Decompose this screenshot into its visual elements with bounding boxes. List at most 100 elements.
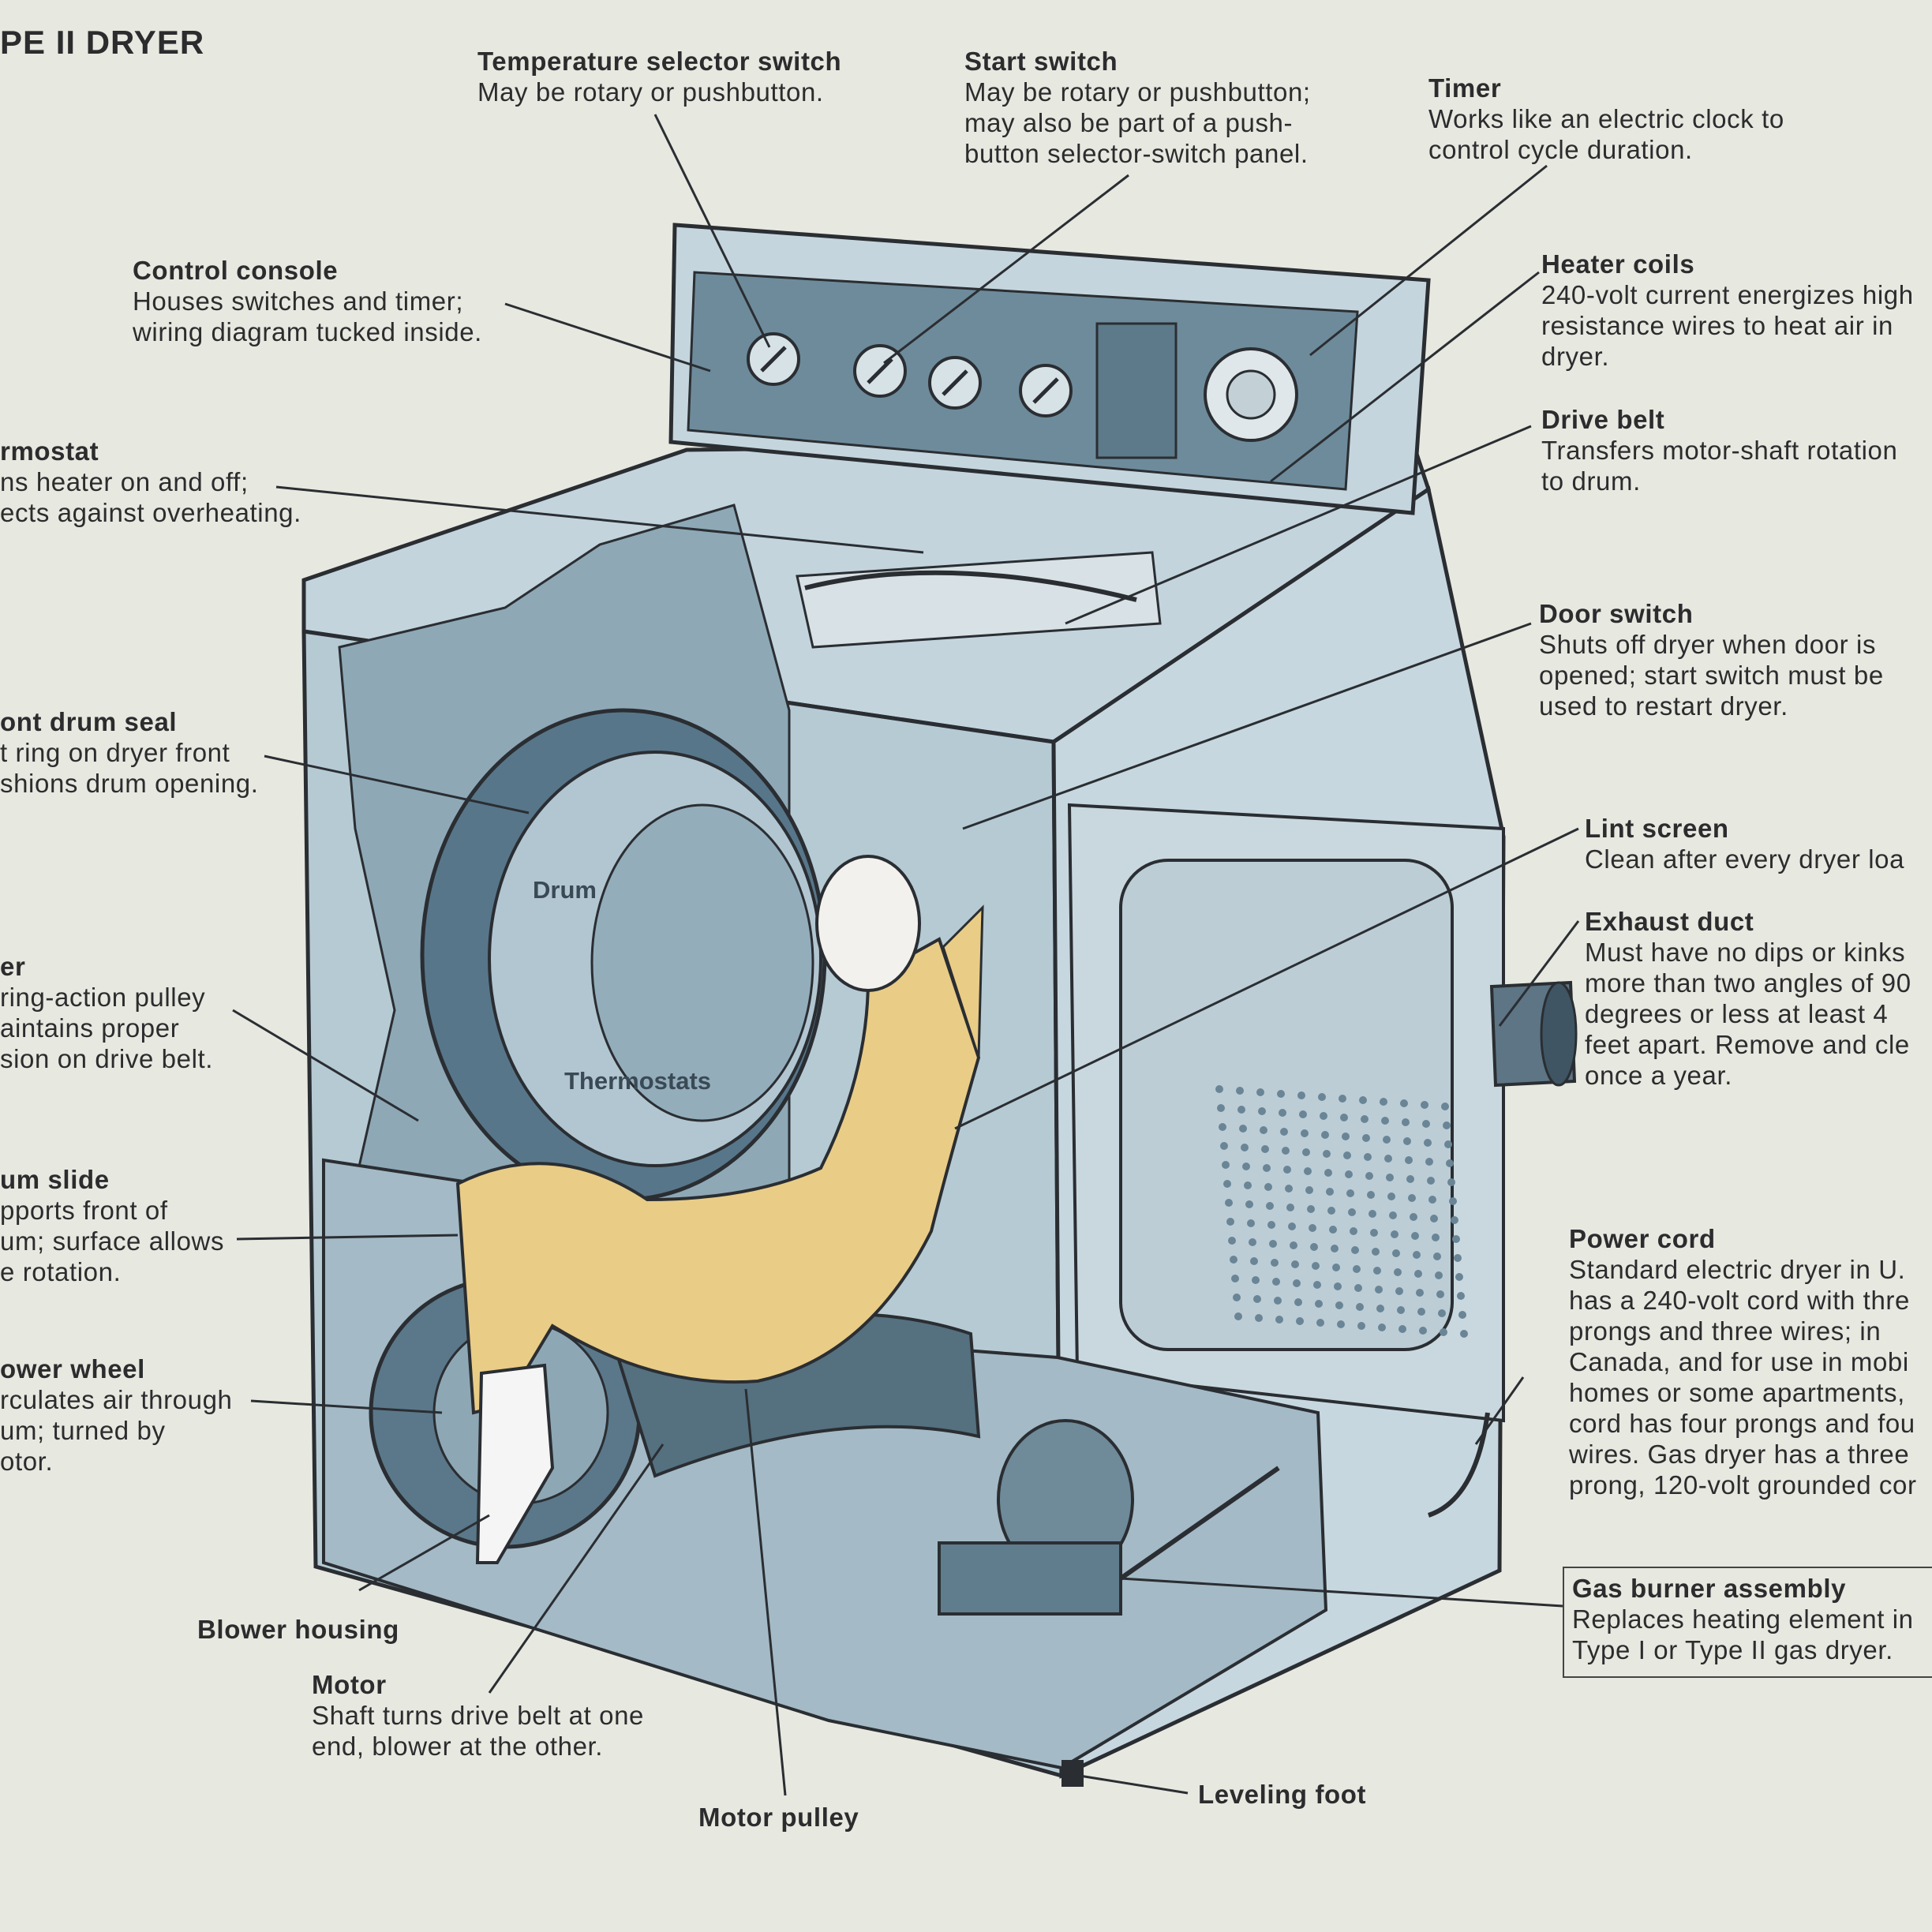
lint-hole bbox=[1346, 1189, 1354, 1197]
lint-hole bbox=[1389, 1211, 1397, 1219]
lint-hole bbox=[1384, 1155, 1392, 1163]
lint-hole bbox=[1321, 1131, 1329, 1139]
lint-hole bbox=[1372, 1248, 1380, 1256]
lint-hole bbox=[1362, 1134, 1370, 1142]
callout-start-switch: Start switch May be rotary or pushbutton… bbox=[964, 46, 1311, 169]
lint-hole bbox=[1368, 1210, 1376, 1218]
lint-hole bbox=[1335, 1301, 1343, 1309]
lint-hole bbox=[1329, 1226, 1337, 1234]
callout-desc: Shuts off dryer when door is opened; sta… bbox=[1539, 630, 1884, 721]
callout-title: Start switch bbox=[964, 47, 1118, 76]
lint-hole bbox=[1293, 1279, 1301, 1287]
lint-hole bbox=[1309, 1224, 1316, 1232]
callout-title: Door switch bbox=[1539, 599, 1694, 628]
callout-title: Gas burner assembly bbox=[1572, 1574, 1847, 1603]
callout-title: Motor pulley bbox=[698, 1803, 859, 1832]
callout-gas-burner-assembly: Gas burner assembly Replaces heating ele… bbox=[1563, 1567, 1932, 1678]
lint-hole bbox=[1395, 1287, 1403, 1295]
lint-hole bbox=[1351, 1246, 1359, 1254]
indicator-panel bbox=[1095, 322, 1178, 459]
lint-hole bbox=[1245, 1200, 1253, 1208]
lint-hole bbox=[1299, 1110, 1307, 1118]
callout-control-console: Control console Houses switches and time… bbox=[133, 255, 482, 347]
callout-title: Motor bbox=[312, 1670, 387, 1699]
lint-hole bbox=[1304, 1167, 1312, 1175]
callout-desc: Replaces heating element in Type I or Ty… bbox=[1572, 1604, 1914, 1664]
lint-screen-holes bbox=[1215, 1085, 1468, 1338]
lint-hole bbox=[1327, 1207, 1335, 1215]
lint-hole bbox=[1324, 1169, 1332, 1177]
lint-hole bbox=[1236, 1087, 1244, 1095]
lint-hole bbox=[1365, 1172, 1373, 1180]
lint-hole bbox=[1296, 1317, 1304, 1325]
lint-hole bbox=[1402, 1118, 1410, 1126]
drive-belt-line bbox=[804, 570, 1137, 602]
callout-front-drum-seal: ont drum seal t ring on dryer front shio… bbox=[0, 706, 259, 799]
drum bbox=[420, 708, 827, 1202]
callout-title: Leveling foot bbox=[1198, 1780, 1367, 1809]
lint-hole bbox=[1332, 1264, 1340, 1271]
callout-blower-housing: Blower housing bbox=[197, 1614, 399, 1645]
leveling-foot bbox=[1061, 1760, 1084, 1787]
lint-hole bbox=[1339, 1095, 1346, 1103]
lint-hole bbox=[1286, 1204, 1294, 1211]
lint-hole bbox=[1343, 1151, 1351, 1159]
lint-hole bbox=[1247, 1219, 1255, 1227]
lint-hole bbox=[1373, 1267, 1381, 1275]
callout-idler: er ring-action pulley aintains proper si… bbox=[0, 951, 213, 1074]
lint-hole bbox=[1312, 1262, 1320, 1270]
lint-hole bbox=[1432, 1234, 1440, 1241]
callout-desc: Works like an electric clock to control … bbox=[1428, 104, 1784, 164]
callout-drum-slide: um slide pports front of um; surface all… bbox=[0, 1164, 224, 1287]
callout-title: er bbox=[0, 952, 26, 981]
lint-hole bbox=[1387, 1193, 1395, 1200]
callout-title: Temperature selector switch bbox=[477, 47, 842, 76]
lint-hole bbox=[1348, 1208, 1356, 1216]
lint-hole bbox=[1342, 1133, 1350, 1140]
callout-title: um slide bbox=[0, 1165, 110, 1194]
callout-timer: Timer Works like an electric clock to co… bbox=[1428, 73, 1784, 165]
lint-hole bbox=[1345, 1170, 1353, 1178]
lint-hole bbox=[1225, 1199, 1233, 1207]
lint-hole bbox=[1357, 1322, 1365, 1330]
callout-desc: Clean after every dryer loa bbox=[1585, 844, 1905, 874]
knob-temperature bbox=[747, 332, 800, 386]
lint-hole bbox=[1233, 1294, 1241, 1301]
callout-title: ower wheel bbox=[0, 1354, 145, 1383]
lint-hole bbox=[1307, 1205, 1315, 1213]
lint-hole bbox=[1263, 1164, 1271, 1172]
callout-title: Blower housing bbox=[197, 1615, 399, 1644]
lint-hole bbox=[1271, 1259, 1279, 1267]
lint-hole bbox=[1405, 1156, 1413, 1164]
lint-hole bbox=[1252, 1276, 1260, 1284]
lint-hole bbox=[1451, 1216, 1458, 1224]
lint-hole bbox=[1220, 1142, 1228, 1150]
lint-hole bbox=[1250, 1257, 1258, 1265]
lint-hole bbox=[1260, 1126, 1267, 1134]
lint-hole bbox=[1266, 1202, 1274, 1210]
callout-desc: Transfers motor-shaft rotation to drum. bbox=[1541, 436, 1898, 496]
lint-hole bbox=[1383, 1136, 1391, 1144]
lint-hole bbox=[1302, 1148, 1310, 1156]
lint-hole bbox=[1242, 1163, 1250, 1170]
lint-hole bbox=[1443, 1121, 1451, 1129]
lint-hole bbox=[1364, 1153, 1372, 1161]
lint-hole bbox=[1356, 1303, 1364, 1311]
lint-hole bbox=[1440, 1328, 1447, 1336]
callout-title: Exhaust duct bbox=[1585, 907, 1754, 936]
exhaust-duct bbox=[1489, 980, 1578, 1088]
callout-power-cord: Power cord Standard electric dryer in U.… bbox=[1569, 1223, 1917, 1500]
lint-hole bbox=[1422, 1120, 1430, 1128]
lint-hole bbox=[1414, 1270, 1422, 1278]
callout-title: Heater coils bbox=[1541, 249, 1695, 279]
lint-hole bbox=[1397, 1306, 1405, 1314]
lint-hole bbox=[1323, 1150, 1331, 1158]
callout-heater-coils: Heater coils 240-volt current energizes … bbox=[1541, 249, 1914, 372]
lint-hole bbox=[1256, 1088, 1264, 1096]
lint-hole bbox=[1438, 1309, 1446, 1317]
callout-desc: ns heater on and off; ects against overh… bbox=[0, 467, 301, 527]
thermostats-inline-label: Thermostats bbox=[564, 1067, 712, 1095]
lint-hole bbox=[1282, 1147, 1290, 1155]
lint-hole bbox=[1249, 1238, 1256, 1246]
